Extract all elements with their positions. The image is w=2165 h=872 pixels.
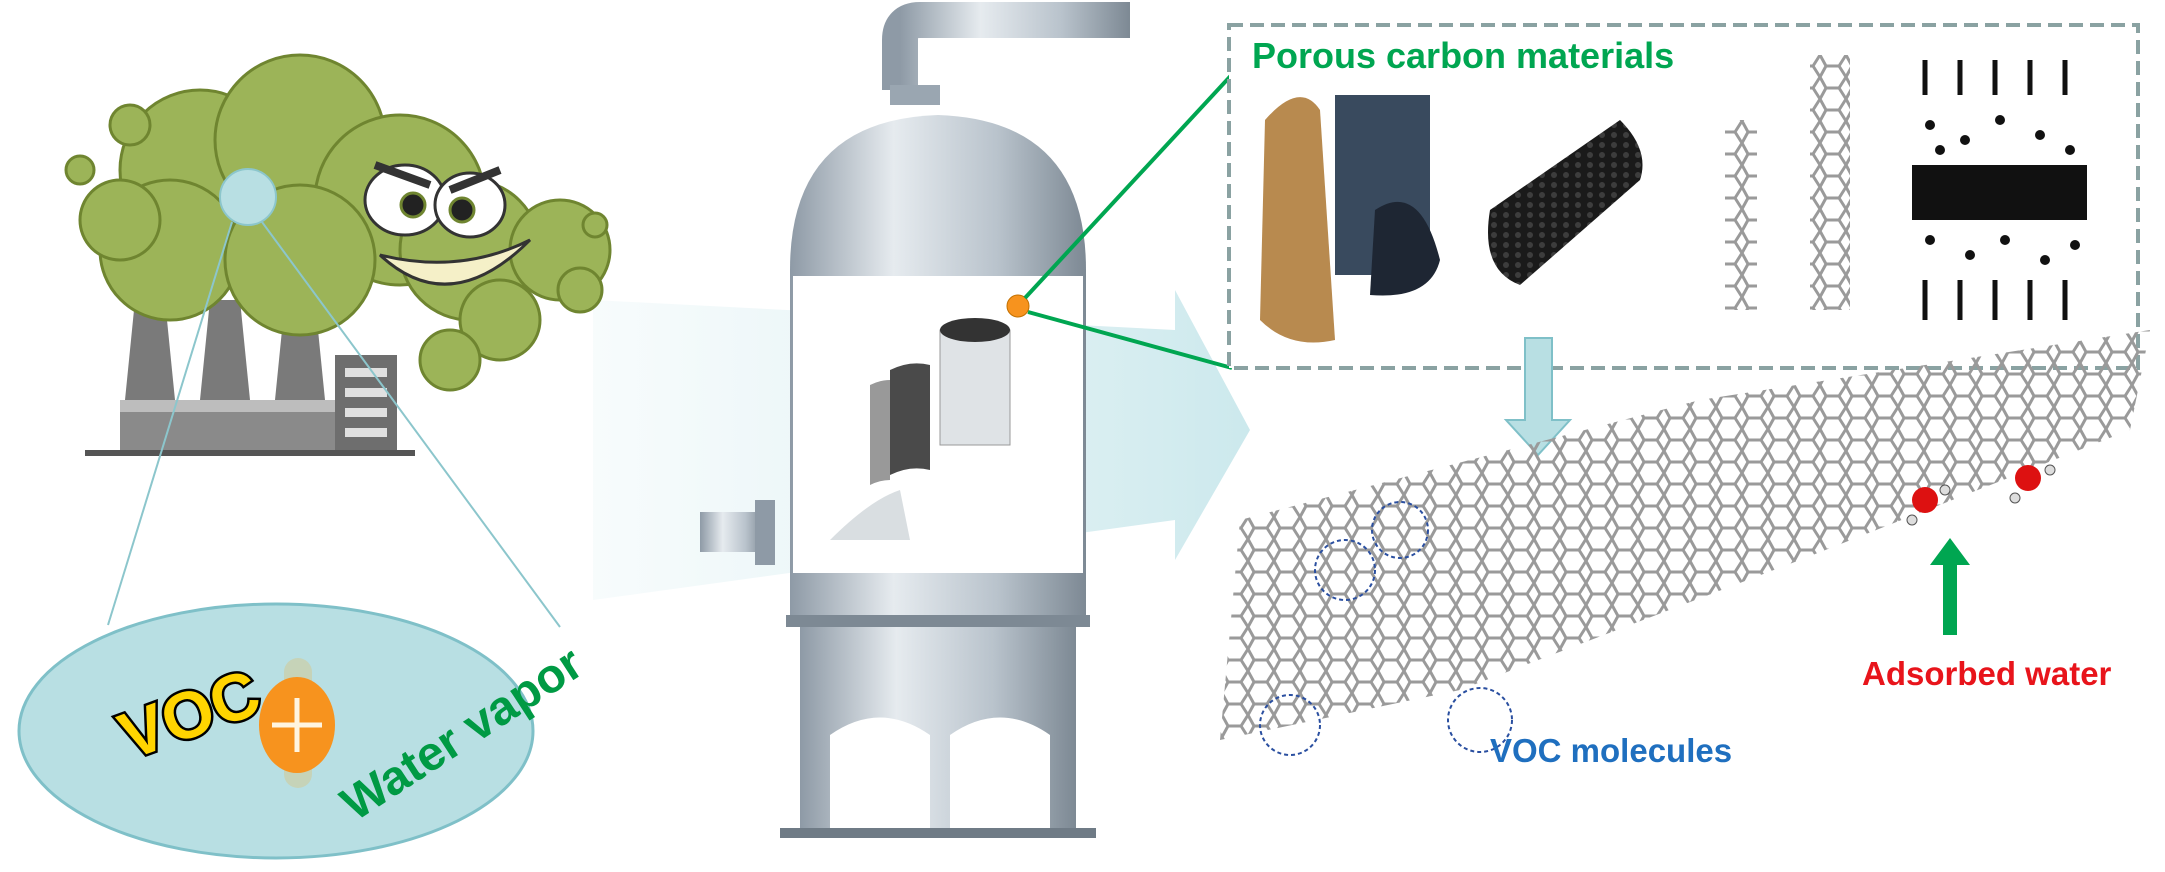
water-pointer-arrow [1930, 538, 1970, 635]
voc-molecule [1259, 501, 1513, 756]
graphene-sheet [1220, 330, 2150, 756]
zoom-line [1027, 310, 1233, 370]
carbon-nanotube-image [1725, 120, 1757, 310]
magnifier-circle [219, 168, 277, 226]
water-molecule [1906, 464, 2056, 526]
adsorption-tower [700, 2, 1130, 838]
zoom-point-marker [1006, 294, 1030, 318]
biomass-carbon-image [1260, 97, 1335, 343]
carbon-granules-image [1370, 201, 1440, 296]
tower-window [793, 276, 1083, 573]
multiwall-nanotube-image [1810, 55, 1850, 310]
filter-cartridge [830, 318, 1011, 540]
down-arrow [1503, 337, 1573, 457]
porous-carbon-panel: Porous carbon materials [1227, 23, 2140, 370]
factory-icon [85, 300, 415, 456]
magnifier-line [261, 221, 561, 628]
filtration-diagram [1912, 60, 2087, 320]
honeycomb-carbon-image [1488, 120, 1643, 285]
voc-molecules-label: VOC molecules [1490, 732, 1732, 769]
panel-title: Porous carbon materials [1252, 35, 1674, 76]
magnifier-line [107, 221, 233, 626]
mixture-ellipse: VOC Water vapor [17, 602, 592, 860]
zoom-line [1023, 53, 1252, 300]
adsorbed-water-label: Adsorbed water [1862, 655, 2112, 692]
